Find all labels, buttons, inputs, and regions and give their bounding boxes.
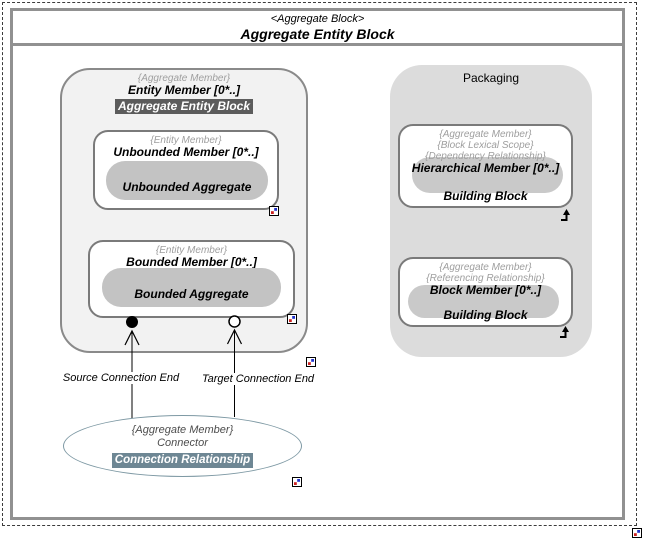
block-member-pill[interactable]: [408, 285, 559, 318]
page-dashed-border: [2, 2, 637, 526]
composite-indicator-icon: [292, 477, 302, 487]
hierarchical-member-pill[interactable]: [412, 157, 563, 193]
hierarchical-member-box[interactable]: {Aggregate Member} {Block Lexical Scope}…: [398, 124, 573, 208]
connector-name: Connector: [157, 437, 208, 449]
unbounded-aggregate-pill[interactable]: Unbounded Aggregate: [106, 161, 268, 200]
entity-member-stereotype: {Aggregate Member}: [137, 73, 231, 84]
bounded-member-box[interactable]: {Entity Member} Bounded Member [0*..] Bo…: [88, 240, 295, 318]
unbounded-member-stereotype: {Entity Member}: [150, 135, 222, 146]
bounded-member-name: Bounded Member [0*..]: [126, 255, 257, 269]
bounded-aggregate-pill[interactable]: Bounded Aggregate: [102, 268, 281, 307]
frame-title-compartment: <Aggregate Block> Aggregate Entity Block: [13, 11, 622, 46]
unbounded-aggregate-label: Unbounded Aggregate: [122, 179, 252, 194]
frame-stereotype: <Aggregate Block>: [270, 12, 365, 25]
composite-indicator-icon: [632, 528, 642, 538]
entity-member-type-highlight: Aggregate Entity Block: [114, 99, 254, 114]
unbounded-member-box[interactable]: {Entity Member} Unbounded Member [0*..] …: [93, 130, 279, 210]
target-connection-end-label[interactable]: Target Connection End: [199, 373, 317, 385]
block-member-stereotype-2: {Referencing Relationship}: [426, 273, 545, 284]
bounded-aggregate-label: Bounded Aggregate: [134, 286, 249, 301]
composite-indicator-icon: [287, 314, 297, 324]
entity-member-name: Entity Member [0*..]: [127, 83, 241, 97]
connector-stereotype: {Aggregate Member}: [131, 424, 234, 436]
unbounded-member-name: Unbounded Member [0*..]: [113, 145, 259, 159]
hierarchical-stereotype-1: {Aggregate Member}: [439, 129, 532, 140]
up-arrow-icon: [560, 326, 569, 338]
block-member-name: Block Member [0*..]: [429, 283, 542, 297]
block-member-stereotype-1: {Aggregate Member}: [439, 262, 532, 273]
block-member-box[interactable]: {Aggregate Member} {Referencing Relation…: [398, 257, 573, 327]
packaging-block[interactable]: Packaging {Aggregate Member} {Block Lexi…: [390, 65, 592, 357]
composite-indicator-icon: [306, 357, 316, 367]
entity-member-block[interactable]: {Aggregate Member} Entity Member [0*..] …: [60, 68, 308, 353]
hierarchical-stereotype-2: {Block Lexical Scope}: [437, 140, 534, 151]
hierarchical-building-block-label: Building Block: [443, 189, 528, 203]
frame-title: Aggregate Entity Block: [240, 25, 395, 42]
bounded-member-stereotype: {Entity Member}: [155, 245, 228, 256]
packaging-title: Packaging: [462, 71, 520, 85]
block-member-building-block-label: Building Block: [443, 308, 528, 322]
hierarchical-member-name: Hierarchical Member [0*..]: [411, 161, 560, 175]
hierarchical-stereotype-3: {Dependency Relationship}: [425, 151, 546, 162]
up-arrow-icon: [561, 209, 570, 221]
connector-ellipse[interactable]: {Aggregate Member} Connector Connection …: [63, 415, 302, 477]
connection-relationship-highlight: Connection Relationship: [111, 453, 254, 468]
source-connection-end-label[interactable]: Source Connection End: [60, 372, 182, 384]
composite-indicator-icon: [269, 206, 279, 216]
